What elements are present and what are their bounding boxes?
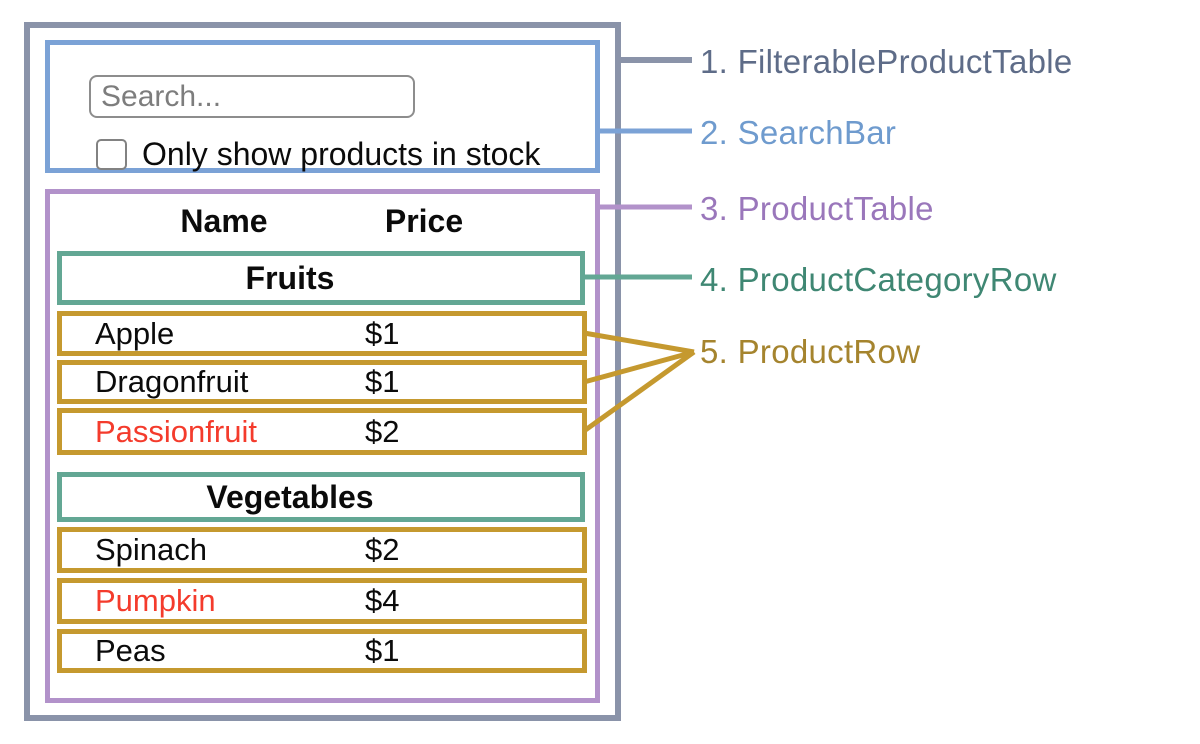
product-name: Spinach (95, 532, 208, 567)
in-stock-checkbox-label: Only show products in stock (142, 136, 541, 172)
annotation-product-row: 5. ProductRow (700, 333, 921, 370)
product-price: $1 (365, 364, 400, 399)
product-price: $1 (365, 633, 400, 668)
product-row-pumpkin: Pumpkin $4 (57, 578, 587, 624)
product-name: Passionfruit (95, 413, 257, 449)
annotation-filterable-product-table: 1. FilterableProductTable (700, 43, 1073, 80)
product-price: $4 (365, 583, 400, 618)
product-row-peas: Peas $1 (57, 629, 587, 673)
product-name: Pumpkin (95, 583, 216, 618)
annotation-product-category-row: 4. ProductCategoryRow (700, 261, 1057, 298)
product-row-apple: Apple $1 (57, 311, 587, 356)
column-header-price: Price (384, 203, 464, 239)
product-name: Peas (95, 633, 166, 668)
product-row-passionfruit: Passionfruit $2 (57, 408, 587, 455)
product-category-row-vegetables: Vegetables (57, 472, 585, 522)
product-row-dragonfruit: Dragonfruit $1 (57, 360, 587, 404)
product-name: Apple (95, 315, 175, 351)
product-price: $2 (365, 532, 400, 567)
search-input[interactable] (89, 75, 415, 118)
annotation-search-bar: 2. SearchBar (700, 114, 897, 151)
product-price: $1 (365, 315, 400, 351)
category-label: Vegetables (206, 478, 374, 515)
category-label: Fruits (245, 259, 335, 296)
column-header-name: Name (180, 203, 268, 239)
in-stock-checkbox[interactable] (96, 139, 127, 170)
product-name: Dragonfruit (95, 364, 249, 399)
product-row-spinach: Spinach $2 (57, 527, 587, 573)
in-stock-filter-row: Only show products in stock (96, 136, 540, 173)
product-category-row-fruits: Fruits (57, 251, 585, 305)
annotation-product-table: 3. ProductTable (700, 190, 934, 227)
product-price: $2 (365, 413, 400, 449)
